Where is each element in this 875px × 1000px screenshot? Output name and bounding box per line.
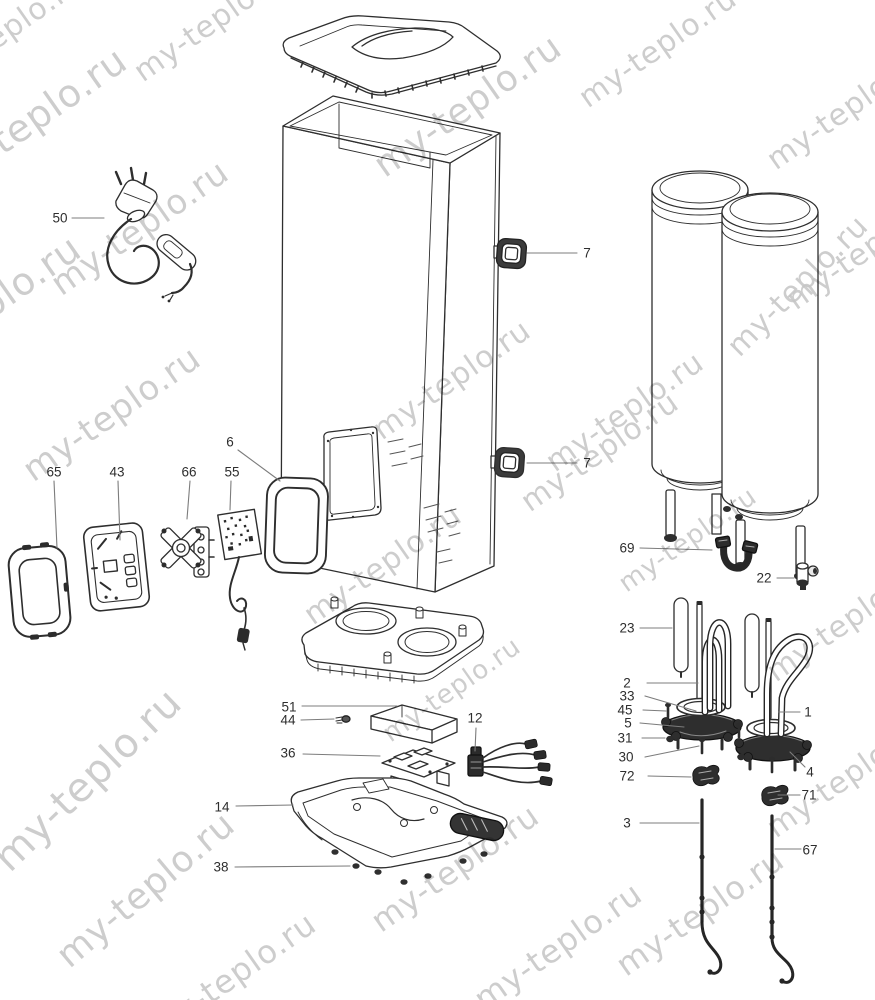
part-label-67: 67: [802, 842, 818, 858]
part-label-22: 22: [756, 570, 772, 586]
top-cover-drawing: [282, 15, 501, 99]
part-label-7-upper: 7: [583, 245, 591, 261]
gasket-ring-drawing: [263, 476, 329, 575]
part-label-72: 72: [619, 768, 635, 784]
wire-harness-drawing: [467, 738, 553, 787]
part-label-23: 23: [619, 620, 635, 636]
part-label-12: 12: [467, 710, 483, 726]
part-label-31: 31: [617, 730, 633, 746]
part-label-69: 69: [619, 540, 635, 556]
body-shell-drawing: [280, 95, 501, 593]
part-label-6: 6: [226, 434, 234, 450]
tank-right-drawing: [721, 192, 819, 580]
part-label-36: 36: [280, 745, 296, 761]
screw-44-drawing: [335, 715, 351, 724]
part-label-4: 4: [806, 764, 814, 780]
part-label-50: 50: [52, 210, 68, 226]
bezel-ring-drawing: [7, 542, 72, 640]
part-label-38: 38: [213, 859, 229, 875]
heater-left-assembly-drawing: [661, 597, 743, 786]
part-label-33: 33: [619, 688, 635, 704]
display-panel-drawing: [82, 522, 151, 612]
probe-right-drawing: [769, 814, 795, 984]
part-label-2: 2: [623, 675, 631, 691]
part-label-45: 45: [617, 702, 633, 718]
probe-left-drawing: [699, 798, 723, 975]
part-label-65: 65: [46, 464, 62, 480]
part-label-30: 30: [618, 749, 634, 765]
part-label-44: 44: [280, 712, 296, 728]
bottom-cover-drawing: [290, 777, 508, 869]
part-label-51: 51: [281, 699, 297, 715]
part-label-43: 43: [109, 464, 125, 480]
part-label-5: 5: [624, 715, 632, 731]
part-label-14: 14: [214, 799, 230, 815]
part-label-71: 71: [801, 787, 817, 803]
pcb-small-drawing: [217, 508, 263, 651]
knob-assembly-drawing: [160, 526, 215, 578]
part-label-1: 1: [804, 704, 812, 720]
power-cord-drawing: [106, 166, 197, 303]
bracket-upper-drawing: [493, 237, 528, 270]
mount-bracket-drawing: [370, 704, 458, 744]
bracket-lower-drawing: [490, 446, 526, 479]
part-label-55: 55: [224, 464, 240, 480]
screws-38-drawing: [331, 849, 488, 885]
part-label-7-lower: 7: [583, 455, 591, 471]
part-label-66: 66: [181, 464, 197, 480]
fitting-drawing: [796, 562, 819, 590]
heater-right-assembly-drawing: [734, 613, 814, 806]
part-label-3: 3: [623, 815, 631, 831]
u-pipe-drawing: [714, 535, 759, 572]
flange-plate-drawing: [301, 596, 485, 684]
leader-lines: [53, 217, 806, 868]
